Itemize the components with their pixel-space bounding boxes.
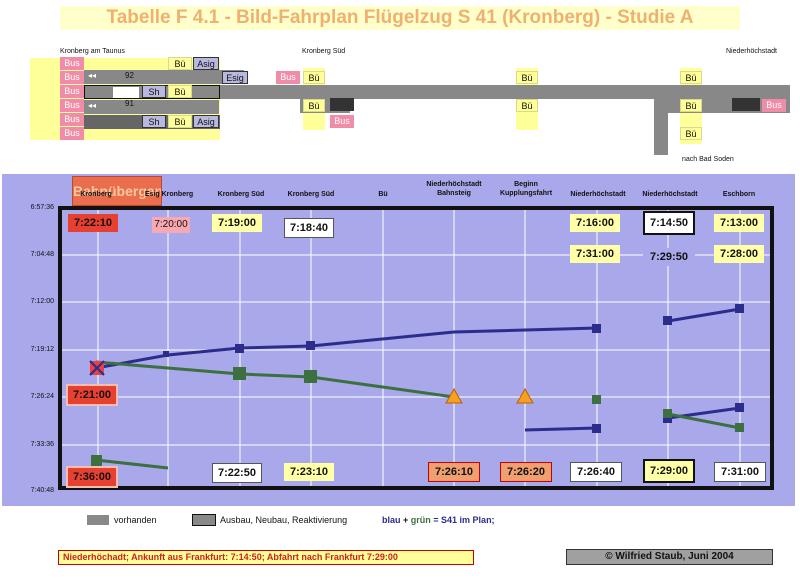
column-header: Bü — [378, 191, 388, 198]
track-number-92: 92 — [125, 71, 134, 80]
y-tick-label: 7:33:36 — [30, 441, 54, 448]
level-crossing-bu: Bü — [168, 85, 192, 98]
legend-existing-label: vorhanden — [114, 515, 157, 525]
time-box: 7:23:10 — [284, 463, 334, 481]
column-header: Beginn Kupplungsfahrt — [499, 181, 553, 197]
page-title: Tabelle F 4.1 - Bild-Fahrplan Flügelzug … — [60, 6, 740, 30]
time-box: 7:13:00 — [714, 214, 764, 232]
exit-signal-asig: Asig — [193, 115, 219, 128]
legend-swatch-new — [192, 514, 216, 526]
bus-stop: Bus — [762, 99, 786, 112]
time-box: 7:22:10 — [68, 214, 118, 232]
legend-plan-label: blau + grün = S41 im Plan; — [382, 515, 495, 525]
bus-stop: Bus — [60, 57, 84, 70]
overlay-banner: Bahnübergang — [72, 176, 162, 206]
legend-plus: + — [400, 515, 411, 525]
y-tick-label: 7:12:00 — [30, 298, 54, 305]
y-tick-label: 7:40:48 — [30, 487, 54, 494]
track-number-91: 91 — [125, 99, 134, 108]
level-crossing-bu: Bü — [680, 99, 702, 112]
column-header: Kronberg — [80, 191, 112, 198]
level-crossing-bu: Bü — [303, 99, 325, 112]
station-kronberg-sued-label: Kronberg Süd — [302, 48, 346, 55]
branch-track — [654, 99, 668, 155]
time-box: 7:21:00 — [66, 384, 118, 406]
time-box: 7:26:10 — [428, 462, 480, 482]
bus-stop: Bus — [60, 99, 84, 112]
track-91 — [84, 100, 219, 114]
column-header: Niederhöchstadt Bahnsteig — [426, 181, 482, 197]
bus-stop: Bus — [330, 115, 354, 128]
column-header: Esig Kronberg — [144, 191, 194, 198]
down-arrow-icon: ▼ — [657, 154, 665, 163]
time-box: 7:26:40 — [570, 462, 622, 482]
arrow-glyph: ◂◂ — [88, 71, 97, 80]
main-track — [220, 85, 790, 99]
dark-block-2 — [732, 98, 760, 111]
time-box: 7:28:00 — [714, 245, 764, 263]
level-crossing-bu: Bü — [516, 99, 538, 112]
time-box: 7:18:40 — [284, 218, 334, 238]
blue-train-path — [95, 307, 741, 432]
shunting-signal-sh: Sh — [142, 115, 166, 128]
column-header: Kronberg Süd — [217, 191, 265, 198]
exit-signal-asig: Asig — [193, 57, 219, 70]
branch-label: nach Bad Soden — [682, 156, 734, 163]
column-header: Kronberg Süd — [287, 191, 335, 198]
entry-signal-esig: Esig — [222, 71, 248, 84]
track-92 — [84, 70, 244, 84]
legend-blue: blau — [382, 515, 401, 525]
time-box: 7:22:50 — [212, 463, 262, 483]
level-crossing-bu: Bü — [168, 115, 192, 128]
column-header: Niederhöchstadt — [642, 191, 698, 198]
time-box: 7:29:00 — [643, 459, 695, 483]
level-crossing-bu: Bü — [680, 71, 702, 84]
bus-stop: Bus — [60, 113, 84, 126]
shunting-signal-sh: Sh — [142, 85, 166, 98]
time-box: 7:26:20 — [500, 462, 552, 482]
legend-green: grün — [410, 515, 431, 525]
white-box — [113, 87, 139, 98]
y-tick-label: 7:19:12 — [30, 346, 54, 353]
green-markers — [91, 367, 744, 466]
time-box: 7:31:00 — [714, 462, 766, 482]
bus-stop: Bus — [276, 71, 300, 84]
bus-stop: Bus — [60, 85, 84, 98]
legend-swatch-existing — [87, 515, 109, 525]
station-niederhoechstadt-label: Niederhöchstadt — [726, 48, 777, 55]
blue-markers — [163, 304, 744, 433]
copyright: © Wilfried Staub, Juni 2004 — [566, 549, 773, 565]
cross-icon — [89, 360, 105, 376]
time-box: 7:36:00 — [66, 466, 118, 488]
legend-new-label: Ausbau, Neubau, Reaktivierung — [220, 515, 348, 525]
dark-block-1 — [330, 98, 354, 111]
level-crossing-bu: Bü — [303, 71, 325, 84]
warning-triangle-icon — [445, 387, 534, 404]
bus-stop: Bus — [60, 127, 84, 140]
legend-rest: = S41 im Plan; — [430, 515, 495, 525]
time-box: 7:16:00 — [570, 214, 620, 232]
level-crossing-bu: Bü — [680, 127, 702, 140]
y-tick-label: 7:04:48 — [30, 251, 54, 258]
time-box: 7:14:50 — [643, 211, 695, 235]
time-box: 7:20:00 — [152, 217, 190, 233]
level-crossing-bu: Bü — [168, 57, 192, 70]
arrow-glyph: ◂◂ — [88, 101, 97, 110]
level-crossing-bu: Bü — [516, 71, 538, 84]
time-box: 7:19:00 — [212, 214, 262, 232]
green-train-path — [95, 360, 741, 470]
column-header: Eschborn — [722, 191, 756, 198]
station-kronberg-label: Kronberg am Taunus — [60, 48, 125, 55]
track-diagram: Kronberg am Taunus Kronberg Süd Niederhö… — [0, 40, 800, 175]
time-box: 7:29:50 — [643, 248, 695, 266]
y-tick-label: 7:26:24 — [30, 393, 54, 400]
y-tick-label: 6:57:36 — [30, 204, 54, 211]
bus-stop: Bus — [60, 71, 84, 84]
time-box: 7:31:00 — [570, 245, 620, 263]
column-header: Niederhöchstadt — [570, 191, 626, 198]
footnote: Niederhöchadt; Ankunft aus Frankfurt: 7:… — [58, 550, 474, 565]
